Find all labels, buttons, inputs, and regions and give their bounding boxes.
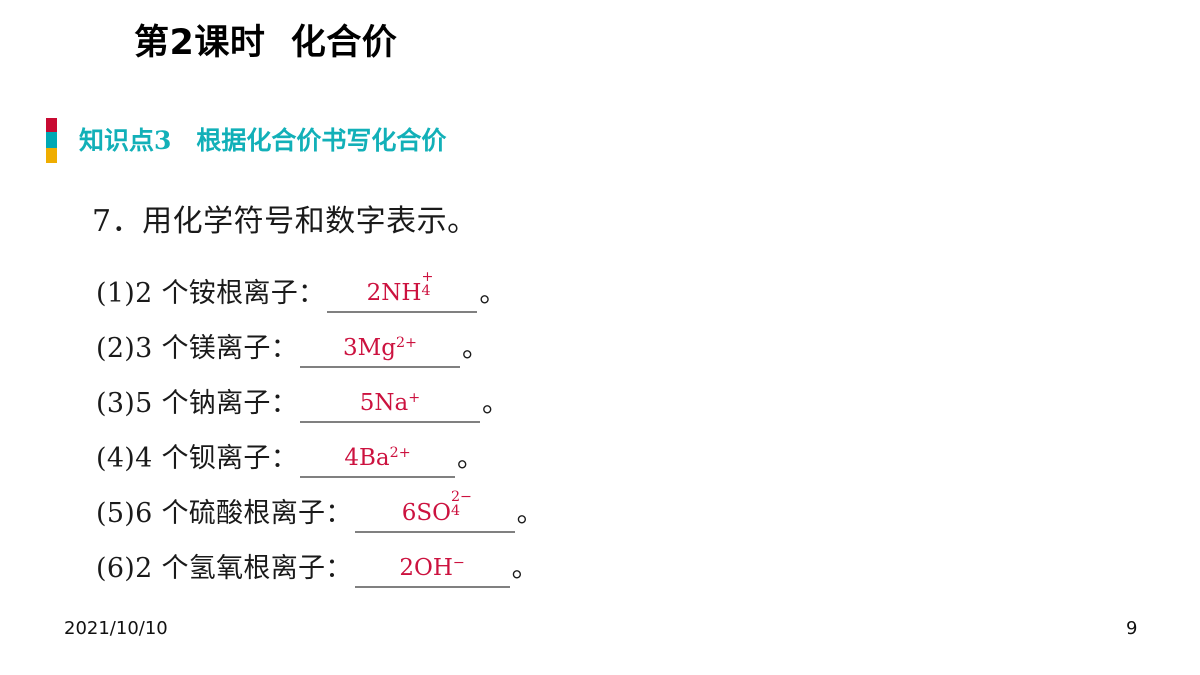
answer-subscript: 4 — [421, 283, 431, 300]
answer-superscript: + — [408, 390, 421, 407]
answer-superscript: 2+ — [389, 445, 411, 462]
answer-superscript: + — [421, 268, 434, 285]
answer-script-stack: +4 — [421, 269, 438, 300]
knowledge-point-header: 知识点3 根据化合价书写化合价 — [46, 117, 446, 163]
answer-script-stack: 2−4 — [450, 489, 472, 520]
item-end-punct: 。 — [482, 388, 510, 419]
item-label: (3)5 个钠离子： — [96, 388, 299, 419]
answer-blank[interactable]: 2NH+4 — [327, 269, 478, 313]
answer-value: 2NH+4 — [327, 269, 477, 305]
item-end-punct: 。 — [462, 333, 490, 364]
answer-superscript: − — [452, 555, 465, 572]
item-label: (5)6 个硫酸根离子： — [96, 498, 353, 529]
answer-blank[interactable]: 5Na+ — [300, 383, 481, 423]
item-label: (4)4 个钡离子： — [96, 443, 299, 474]
accent-bar-teal-segment — [46, 131, 57, 148]
item-end-punct: 。 — [511, 553, 539, 584]
item-label: (2)3 个镁离子： — [96, 333, 299, 364]
footer-date: 2021/10/10 — [64, 618, 168, 639]
answer-list: (1)2 个铵根离子：2NH+4。 (2)3 个镁离子：3Mg2+。 (3)5 … — [96, 258, 1156, 588]
item-label: (6)2 个氢氧根离子： — [96, 553, 353, 584]
accent-bar-icon — [46, 117, 57, 163]
answer-blank[interactable]: 3Mg2+ — [300, 328, 461, 368]
footer-page-number: 9 — [1126, 618, 1138, 639]
item-end-punct: 。 — [457, 443, 485, 474]
accent-bar-red-segment — [46, 117, 57, 132]
list-item: (4)4 个钡离子： 4Ba2+ 。 — [96, 423, 1156, 478]
item-end-punct: 。 — [516, 498, 544, 529]
answer-value: 3Mg2+ — [343, 335, 417, 361]
knowledge-point-label: 知识点3 根据化合价书写化合价 — [79, 125, 447, 155]
answer-superscript: 2− — [450, 488, 472, 505]
answer-value: 5Na+ — [359, 390, 421, 416]
answer-value: 2OH− — [399, 555, 465, 581]
answer-value: 4Ba2+ — [344, 445, 411, 471]
item-label: (1)2 个铵根离子： — [96, 278, 326, 309]
answer-blank[interactable]: 4Ba2+ — [300, 438, 456, 478]
list-item: (1)2 个铵根离子：2NH+4。 — [96, 258, 1156, 313]
answer-blank[interactable]: 2OH− — [354, 548, 510, 588]
answer-subscript: 4 — [450, 503, 461, 520]
answer-superscript: 2+ — [395, 335, 417, 352]
list-item: (2)3 个镁离子： 3Mg2+ 。 — [96, 313, 1156, 368]
item-end-punct: 。 — [479, 278, 507, 309]
list-item: (6)2 个氢氧根离子： 2OH− 。 — [96, 533, 1156, 588]
accent-bar-yellow-segment — [46, 147, 57, 163]
page-title: 第2课时 化合价 — [134, 23, 398, 63]
question-prompt: 7．用化学符号和数字表示。 — [92, 204, 478, 239]
list-item: (3)5 个钠离子： 5Na+ 。 — [96, 368, 1156, 423]
